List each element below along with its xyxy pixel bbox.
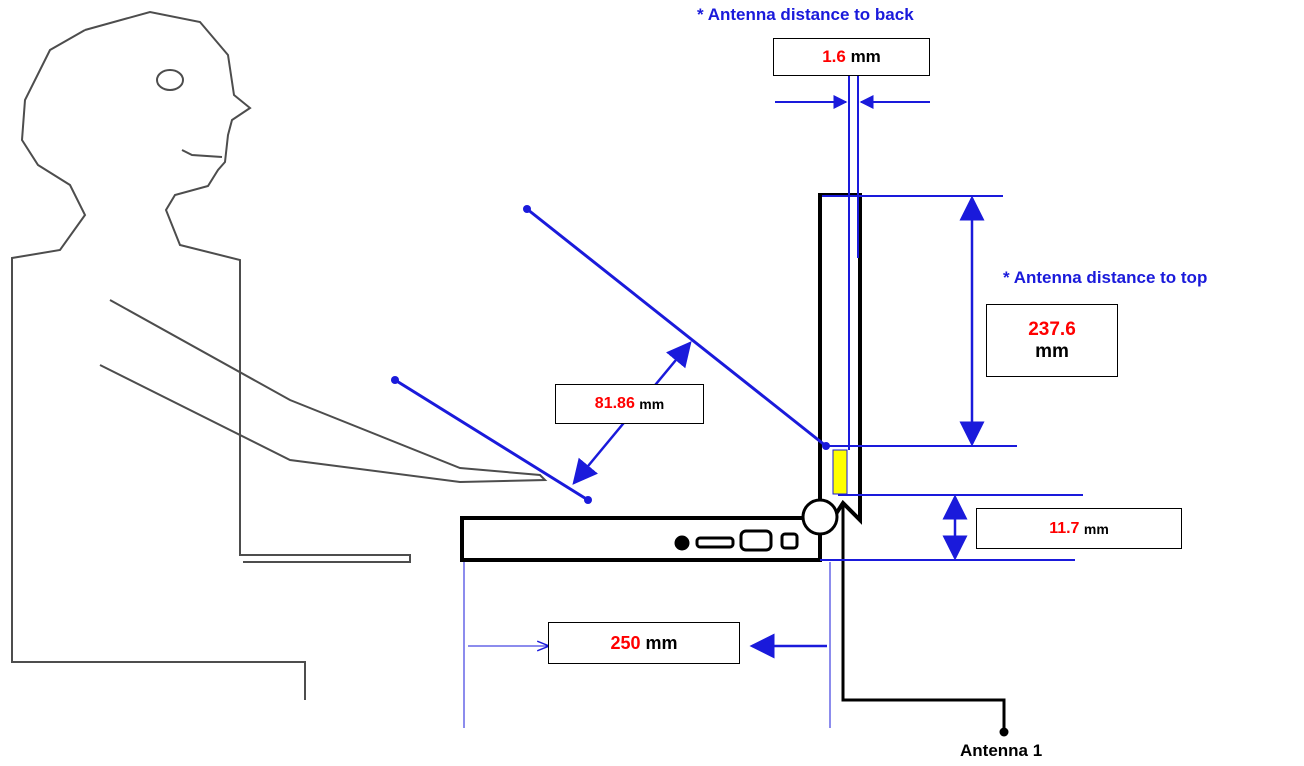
dimension-top-value: 237.6 [1028,318,1076,340]
dimension-hinge-unit: mm [1083,520,1109,537]
antenna-label: Antenna 1 [960,741,1043,760]
person-figure-icon [11,10,548,700]
dimension-top-unit: mm [1035,340,1069,362]
dimension-hinge-value: 11.7 [1049,519,1080,537]
dimension-box-back: 1.6 mm [773,38,930,76]
antenna-feed-cable-icon [841,505,1009,737]
dimension-gap-value: 81.86 [594,395,635,412]
laptop-base-icon [460,516,822,562]
dimension-box-top: 237.6 mm [986,304,1118,377]
dimension-back-unit: mm [850,47,881,66]
heading-antenna-distance-back: * Antenna distance to back [697,5,914,24]
dimension-gap-unit: mm [639,396,665,412]
dimension-box-front: 250 mm [548,622,740,664]
antenna-marker-icon [832,449,848,495]
dimension-lines [391,72,1083,728]
heading-antenna-distance-top: * Antenna distance to top [1003,268,1208,287]
dimension-box-gap: 81.86 mm [555,384,704,424]
port-icons [674,529,799,552]
dimension-front-value: 250 [610,632,641,653]
dimension-back-value: 1.6 [822,47,846,66]
dimension-front-unit: mm [645,632,678,653]
dimension-box-hinge: 11.7 mm [976,508,1182,549]
hinge-circle-icon [801,498,839,536]
